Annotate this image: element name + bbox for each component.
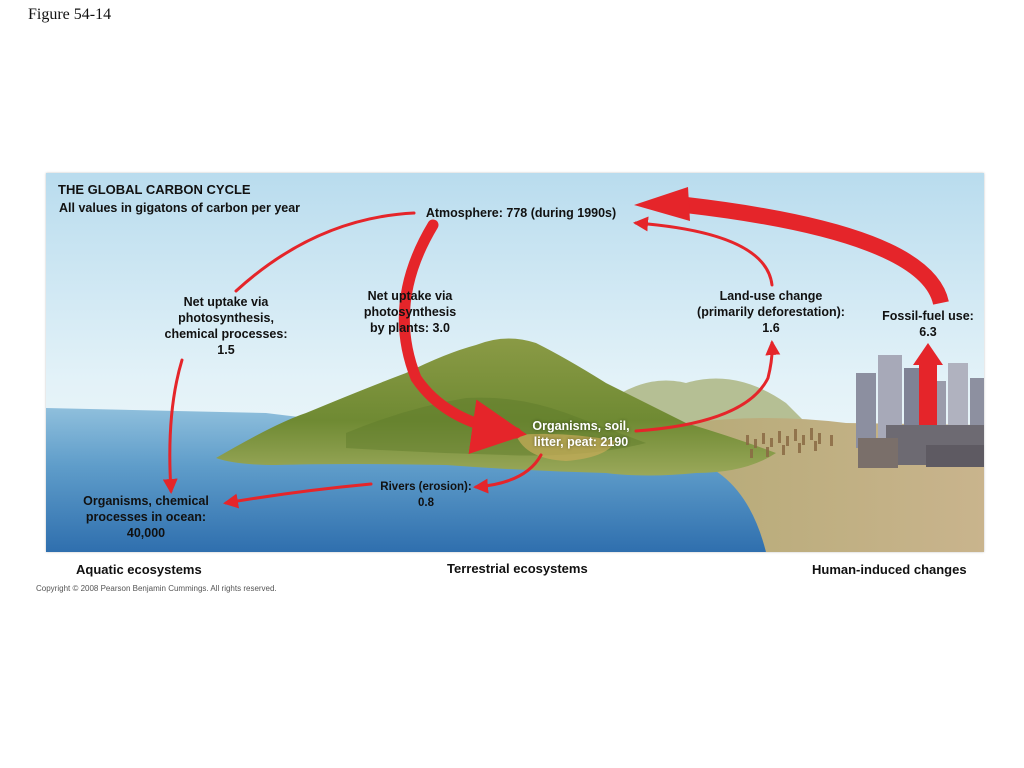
diagram-subtitle: All values in gigatons of carbon per yea… bbox=[59, 201, 301, 215]
soil-pool-label: Organisms, soil, litter, peat: 2190 bbox=[532, 419, 630, 449]
atmosphere-label: Atmosphere: 778 (during 1990s) bbox=[425, 206, 617, 220]
plant-uptake-label: Net uptake via photosynthesis by plants:… bbox=[363, 289, 457, 335]
copyright-notice: Copyright © 2008 Pearson Benjamin Cummin… bbox=[36, 584, 277, 593]
fossil-fuel-arrowhead bbox=[634, 187, 690, 221]
human-induced-changes-label: Human-induced changes bbox=[812, 562, 967, 577]
ocean-uptake-arrow-top bbox=[234, 211, 416, 293]
ocean bbox=[46, 408, 766, 552]
city-skyline bbox=[856, 355, 984, 468]
ocean-pool-label: Organisms, chemical processes in ocean: … bbox=[83, 494, 209, 540]
deforestation-stumps bbox=[746, 428, 833, 458]
diagram-artwork bbox=[46, 173, 984, 552]
diagram-title: THE GLOBAL CARBON CYCLE bbox=[58, 182, 251, 197]
aquatic-ecosystems-label: Aquatic ecosystems bbox=[76, 562, 202, 577]
ocean-uptake-arrow bbox=[162, 358, 184, 494]
fossil-fuel-arrow-up-head bbox=[913, 343, 943, 365]
rivers-arrow-upper bbox=[473, 453, 543, 494]
land-use-arrow-lower bbox=[634, 340, 781, 433]
terrestrial-ecosystems-label: Terrestrial ecosystems bbox=[447, 561, 588, 576]
land-use-label: Land-use change (primarily deforestation… bbox=[697, 289, 845, 335]
flow-arrows bbox=[162, 211, 781, 509]
carbon-cycle-illustration: THE GLOBAL CARBON CYCLE All values in gi… bbox=[46, 173, 984, 552]
fossil-fuel-arrow-curve bbox=[685, 197, 949, 306]
plant-uptake-arrow bbox=[398, 219, 527, 454]
fossil-fuel-label: Fossil-fuel use: 6.3 bbox=[882, 309, 974, 339]
land-use-arrow-upper bbox=[633, 216, 774, 287]
ocean-uptake-label: Net uptake via photosynthesis, chemical … bbox=[164, 295, 288, 357]
figure-label: Figure 54-14 bbox=[28, 6, 112, 23]
rivers-arrow-lower bbox=[223, 482, 373, 509]
fossil-fuel-arrow-up bbox=[919, 363, 937, 425]
rivers-label: Rivers (erosion): 0.8 bbox=[380, 481, 472, 509]
